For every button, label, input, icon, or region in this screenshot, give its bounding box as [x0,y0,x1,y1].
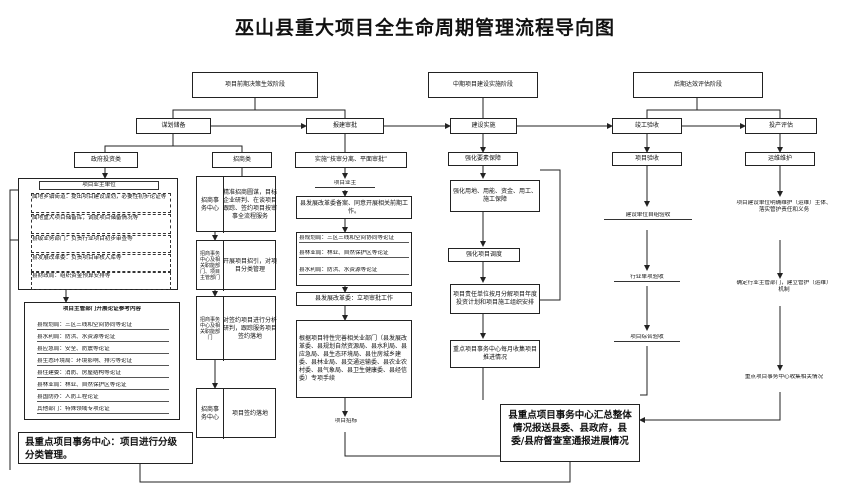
approve-box: 报建审批 [306,118,384,134]
monthly-box: 重点项目事务中心每月收集项目推进情况 [450,340,540,368]
page-title: 巫山县重大项目全生命周期管理流程导向图 [234,17,615,39]
guarantee-desc-box: 强化用地、用能、资金、用工、施工保障 [450,180,540,212]
approval-step-3: 根据项目特性完善相关业部门（县发展改革委、县规划自然资源局、县水利局、县应急局、… [296,320,412,398]
approval-owner: 项目业主 [315,180,375,188]
dept-item: 县应急局：安全、防震等论证 [37,346,169,354]
build-box: 建设实施 [450,118,517,134]
approval-step-4: 项目招标 [334,418,358,424]
dispatch-box: 强化项目调度 [448,248,520,262]
dept-item: 县生态环境局：环境影响、排污等论证 [37,358,169,366]
operation-title-box: 运维维护 [745,152,815,166]
dispatch-desc-box: 项目责任单位按月分解项目年度投资计划和项目施工组织安排 [450,284,540,314]
plan-box: 谋划储备 [136,118,211,134]
invite-center-2: 招商事务中心及相关职能部门、项目主管部门 [197,241,224,291]
approval-dept-item: 县规划局：三区三线和空间协同等论证 [299,235,409,243]
acceptance-industry: 行业单项验收 [614,274,680,282]
owner-item: 县财政局：组织资金预算安排等 [31,272,171,290]
dept-item: 县住建委：消防、房屋结构等论证 [37,370,169,378]
dept-group: 项目主管部门开展论证参考内容 县规划局：三区三线和空间协同等论证 县水利局：防洪… [24,302,180,420]
acceptance-overall: 项目综合验收 [614,334,680,342]
owner-header: 项目业主单位 [39,181,159,190]
operation-desc: 项目建设单位明确维护（运维）主体、落实管护责任和义务 [736,200,832,213]
gov-invest-box: 政府投资类 [74,152,138,168]
owner-group: 项目业主单位 属地乡镇街道：提出项目建设谋划，必要性初步论证等 属地重大项目储备… [18,178,178,290]
invite-desc-1: 精准招商圆谋，目标企业研判、在谈项目跟踪、签约项目按审事全流程服务 [222,189,277,220]
approval-dept-item: 县水利局：防洪、水资源等论证 [299,267,409,275]
dept-header: 项目主管部门开展论证参考内容 [62,306,142,312]
invite-step-3: 招商事务中心及相关职能部门 对签约项目进行分析研判，跟踪服务项目签约落地 [196,296,277,361]
classify-box: 县重点项目事务中心：项目进行分级分类管理。 [18,432,193,464]
approval-mode-box: 实施“技审分离、平面审批” [295,152,407,168]
approval-dept-item: 县林业局：林业、自然保护区等论证 [299,250,409,258]
invite-center-1: 招商事务中心 [197,177,224,233]
owner-item: 县发展改革委：负责项目审核入库等 [31,254,171,272]
operation-mechanism: 确定行业主管部门，建立管护（运维）机制 [736,280,832,293]
acceptance-title-box: 项目验收 [612,152,682,166]
stage-construction-box: 中期项目建设实施阶段 [428,72,538,98]
invite-box: 招商类 [212,152,272,168]
owner-item: 属地乡镇街道：提出项目建设谋划，必要性初步论证等 [31,193,171,213]
invite-step-2: 招商事务中心及相关职能部门、项目主管部门 开展项目招引，对项目分类管理 [196,240,277,291]
accept-box: 竣工验收 [612,118,682,134]
invite-desc-3: 对签约项目进行分析研判，跟踪服务项目签约落地 [222,317,277,340]
dept-item: 县林业局：林业、自然保护区等论证 [37,382,169,390]
approval-dept-group: 县规划局：三区三线和空间协同等论证 县林业局：林业、自然保护区等论证 县水利局：… [296,232,412,286]
dept-item: 县规划局：三区三线和空间协同等论证 [37,322,169,330]
owner-item: 县级业务部门：负责行业项目初步审查等 [31,235,171,253]
dept-item: 县国防办：人防工程论证 [37,394,169,402]
invite-desc-4: 项目签约落地 [231,410,268,417]
invite-center-3: 招商事务中心及相关职能部门 [197,297,224,361]
approval-step-1: 县发展改革委备案、同意开展相关前期工作。 [296,196,412,219]
invite-desc-2: 开展项目招引，对项目分类管理 [222,258,277,273]
invite-center-4: 招商事务中心 [197,389,224,439]
operation-collect: 重点项目事务中心收集相关情况 [744,374,824,380]
approval-step-2: 县发展改革委：立项审批工作 [296,292,412,306]
owner-item: 属地重大项目储备库，调度项目储备情况等 [31,214,171,234]
dept-item: 县水利局：防洪、水资源等论证 [37,334,169,342]
invite-step-1: 招商事务中心 精准招商圆谋，目标企业研判、在谈项目跟踪、签约项目按审事全流程服务 [196,176,277,233]
summary-box: 县重点项目事务中心汇总整体情况报送县委、县政府，县委/县府督查室通报进展情况 [500,404,640,462]
dept-item: 其他部门：特殊领域专项论证 [37,406,169,414]
stage-evaluation-box: 后期达效评估阶段 [633,72,763,98]
invite-step-4: 招商事务中心 项目签约落地 [196,388,276,439]
acceptance-self: 建设单位自组验收 [604,212,692,220]
guarantee-box: 强化要素保障 [448,152,518,166]
stage-decision-box: 项目前期决策生效阶段 [192,72,318,98]
invest-eval-box: 投产评估 [745,118,817,134]
